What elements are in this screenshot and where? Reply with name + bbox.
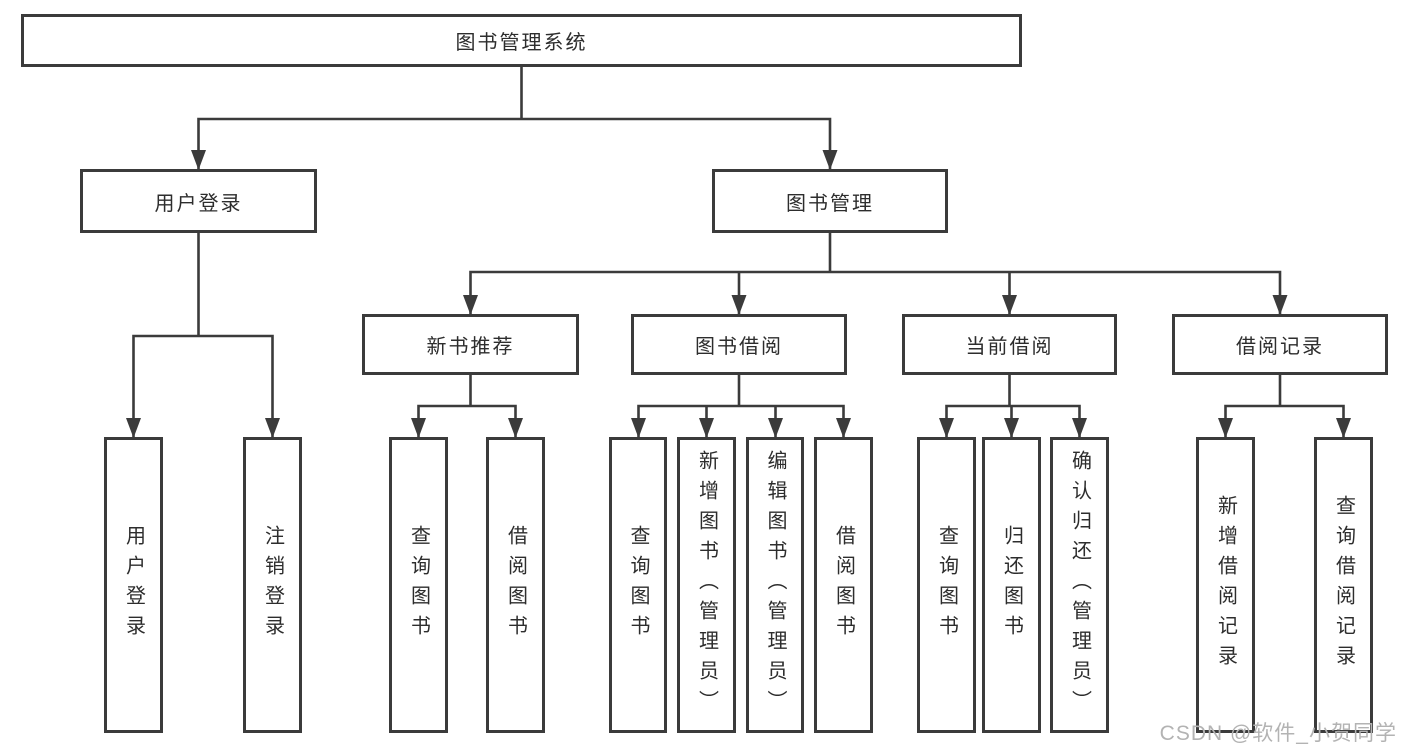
leaf-borrow-add-book-admin: 新增图书（管理员） [677,437,736,733]
leaf-records-add-record-label: 新增借阅记录 [1214,495,1237,675]
edge-level2-bus [191,117,838,170]
node-book-management-label: 图书管理 [786,192,874,215]
leaf-recommend-query-book: 查询图书 [389,437,448,733]
leaf-recommend-query-book-label: 查询图书 [407,525,430,645]
leaf-records-query-record-label: 查询借阅记录 [1332,495,1355,675]
leaf-current-return-book-label: 归还图书 [1000,525,1023,645]
leaf-borrow-query-book-label: 查询图书 [627,525,649,645]
edge-current-bus [939,404,1087,438]
leaf-borrow-borrow-book: 借阅图书 [814,437,873,733]
edge-borrow-bus [631,404,851,438]
leaf-recommend-borrow-book-label: 借阅图书 [504,525,527,645]
leaf-user-login-label: 用户登录 [122,525,145,645]
node-book-borrow: 图书借阅 [631,314,847,375]
leaf-recommend-borrow-book: 借阅图书 [486,437,545,733]
edge-records-bus [1218,404,1351,438]
node-book-borrow-label: 图书借阅 [695,336,783,358]
leaf-borrow-borrow-book-label: 借阅图书 [832,525,855,645]
node-current-borrow: 当前借阅 [902,314,1117,375]
node-root: 图书管理系统 [21,14,1022,67]
leaf-borrow-add-book-admin-label: 新增图书（管理员） [695,450,718,720]
node-current-borrow-label: 当前借阅 [965,336,1054,358]
leaf-records-query-record: 查询借阅记录 [1314,437,1373,733]
edge-userlogin-bus [126,334,280,438]
node-user-login-label: 用户登录 [154,192,243,215]
leaf-logout: 注销登录 [243,437,302,733]
leaf-current-return-book: 归还图书 [982,437,1041,733]
leaf-current-confirm-return-admin: 确认归还（管理员） [1050,437,1109,733]
leaf-borrow-edit-book-admin: 编辑图书（管理员） [746,437,804,733]
leaf-logout-label: 注销登录 [261,525,284,645]
edge-recommend-bus [411,404,523,438]
leaf-current-query-book: 查询图书 [917,437,976,733]
node-borrow-records: 借阅记录 [1172,314,1388,375]
leaf-borrow-edit-book-admin-label: 编辑图书（管理员） [764,450,786,720]
node-new-book-recommend: 新书推荐 [362,314,579,375]
leaf-records-add-record: 新增借阅记录 [1196,437,1255,733]
node-user-login: 用户登录 [80,169,317,233]
node-root-label: 图书管理系统 [455,32,588,54]
node-new-book-recommend-label: 新书推荐 [426,336,515,358]
leaf-current-confirm-return-admin-label: 确认归还（管理员） [1068,450,1091,720]
csdn-watermark: CSDN @软件_小贺同学 [1159,722,1397,745]
edge-level3-bus [463,270,1288,315]
node-book-management: 图书管理 [712,169,948,233]
leaf-current-query-book-label: 查询图书 [935,525,958,645]
leaf-borrow-query-book: 查询图书 [609,437,667,733]
node-borrow-records-label: 借阅记录 [1236,336,1324,358]
leaf-user-login: 用户登录 [104,437,163,733]
